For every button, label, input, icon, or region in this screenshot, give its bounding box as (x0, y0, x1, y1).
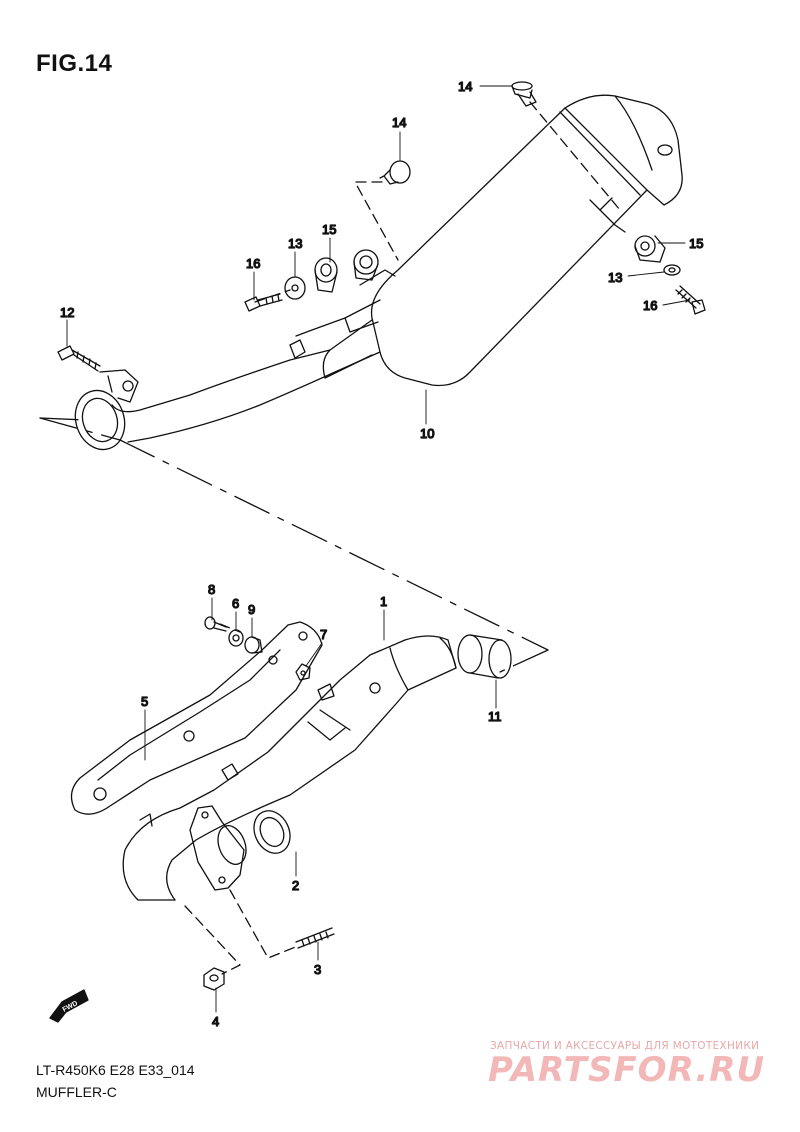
callout-16-left: 16 (246, 256, 260, 271)
assembly-lines-lower (184, 623, 299, 975)
callout-14-left: 14 (392, 115, 406, 130)
callout-9: 9 (248, 602, 255, 617)
callout-5: 5 (141, 694, 148, 709)
callout-3: 3 (314, 962, 321, 977)
part-muffler[interactable] (111, 94, 683, 443)
callout-leaders (66, 85, 691, 1013)
part-gasket-2[interactable] (247, 805, 296, 859)
callout-11: 11 (488, 709, 502, 724)
watermark-tagline: ЗАПЧАСТИ И АКСЕССУАРЫ ДЛЯ МОТОТЕХНИКИ (490, 1040, 760, 1052)
callout-4: 4 (212, 1014, 219, 1029)
callout-12: 12 (60, 305, 74, 320)
part-rivet-14-top[interactable] (511, 81, 537, 107)
callout-16-right: 16 (643, 298, 657, 313)
part-bolt-12[interactable] (57, 345, 101, 372)
callout-7: 7 (320, 627, 327, 642)
figure-title: FIG.14 (36, 50, 113, 77)
part-flange[interactable] (189, 805, 251, 891)
part-stud-3[interactable] (295, 927, 335, 949)
figure-name: MUFFLER-C (36, 1084, 117, 1100)
part-collar-9[interactable] (244, 636, 263, 654)
callout-1: 1 (380, 594, 387, 609)
callout-2: 2 (292, 878, 299, 893)
part-bracket-5[interactable] (70, 621, 323, 815)
assembly-lines-upper (254, 101, 621, 303)
part-exhaust-pipe[interactable] (122, 635, 457, 901)
part-grommet-15-left[interactable] (314, 249, 379, 293)
part-washer-13-right[interactable] (663, 264, 681, 276)
part-sleeve-11[interactable] (457, 634, 512, 679)
part-bolt-8[interactable] (204, 616, 227, 632)
fwd-arrow-icon: FWD (49, 989, 89, 1023)
callout-15-left: 15 (322, 222, 336, 237)
part-bolt-16-left[interactable] (244, 293, 283, 312)
figure-code: LT-R450K6 E28 E33_014 (36, 1062, 195, 1078)
watermark-logo: PARTSFOR.RU (488, 1050, 766, 1090)
part-muffler-clamp[interactable] (68, 369, 139, 456)
part-grommet-15-right[interactable] (634, 235, 666, 263)
callout-13-right: 13 (608, 270, 622, 285)
part-washer-13-left[interactable] (284, 276, 306, 300)
callout-15-right: 15 (689, 236, 703, 251)
part-washer-6[interactable] (228, 629, 244, 647)
callout-6: 6 (232, 596, 239, 611)
callout-8: 8 (208, 582, 215, 597)
assembly-line-connector (39, 417, 549, 673)
part-bolt-16-right[interactable] (675, 285, 706, 315)
callout-14-top: 14 (458, 79, 472, 94)
callout-13-left: 13 (288, 236, 302, 251)
part-nut-7[interactable] (295, 663, 311, 681)
part-nut-4[interactable] (203, 967, 225, 991)
callout-10: 10 (420, 426, 434, 441)
part-rivet-14-left[interactable] (379, 160, 411, 185)
